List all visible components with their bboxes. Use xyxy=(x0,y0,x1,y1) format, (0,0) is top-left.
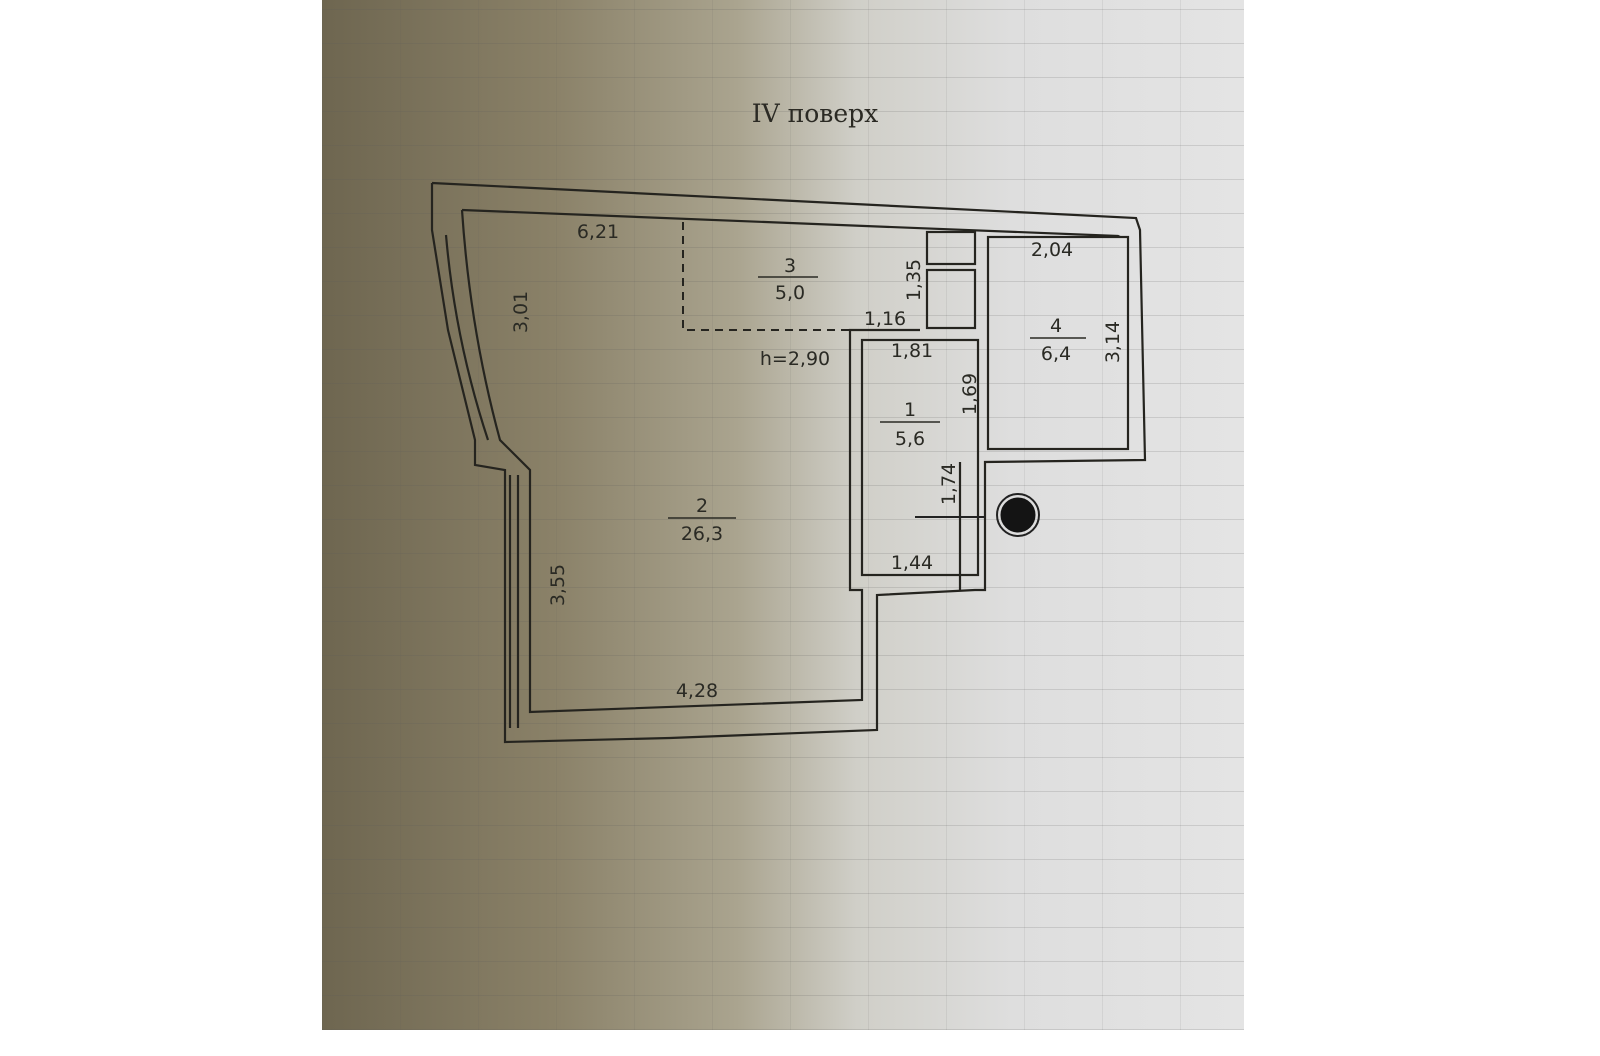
dim-6-21: 6,21 xyxy=(577,221,619,243)
room-1-wall xyxy=(860,338,980,577)
room-4-wall xyxy=(986,235,1130,451)
dim-1-74: 1,74 xyxy=(938,463,960,505)
svg-text:5,0: 5,0 xyxy=(775,282,805,304)
dim-1-44: 1,44 xyxy=(891,552,933,574)
room-3-boundary xyxy=(682,222,850,331)
ceiling-height: h=2,90 xyxy=(760,348,830,370)
window-left xyxy=(444,234,520,728)
dim-1-16: 1,16 xyxy=(864,308,906,330)
dim-1-81: 1,81 xyxy=(891,340,933,362)
riser-symbol xyxy=(1000,497,1036,533)
dim-3-55: 3,55 xyxy=(547,564,569,606)
svg-text:26,3: 26,3 xyxy=(681,523,723,545)
svg-text:4: 4 xyxy=(1050,315,1062,337)
room-3-label: 3 5,0 xyxy=(758,255,818,304)
svg-text:3: 3 xyxy=(784,255,796,277)
room-1-label: 1 5,6 xyxy=(880,399,940,450)
curved-window-wall xyxy=(460,209,920,714)
room-2-label: 2 26,3 xyxy=(668,495,736,545)
floor-title: IV поверх xyxy=(752,99,879,128)
dim-1-35: 1,35 xyxy=(903,259,925,301)
svg-text:2: 2 xyxy=(696,495,708,517)
dim-2-04: 2,04 xyxy=(1031,239,1073,261)
dim-3-01: 3,01 xyxy=(510,291,532,333)
svg-text:5,6: 5,6 xyxy=(895,428,925,450)
room-2-wall xyxy=(461,208,1121,238)
outer-wall xyxy=(430,181,1147,744)
room-4-label: 4 6,4 xyxy=(1030,315,1086,365)
paper-grid xyxy=(322,0,1244,1030)
closet-upper xyxy=(925,230,977,266)
svg-text:1: 1 xyxy=(904,399,916,421)
dim-1-69: 1,69 xyxy=(959,373,981,415)
dim-4-28: 4,28 xyxy=(676,680,718,702)
svg-text:6,4: 6,4 xyxy=(1041,343,1071,365)
dim-3-14: 3,14 xyxy=(1102,321,1124,363)
closet-lower xyxy=(925,268,977,330)
floor-plan-photo xyxy=(322,0,1244,1030)
